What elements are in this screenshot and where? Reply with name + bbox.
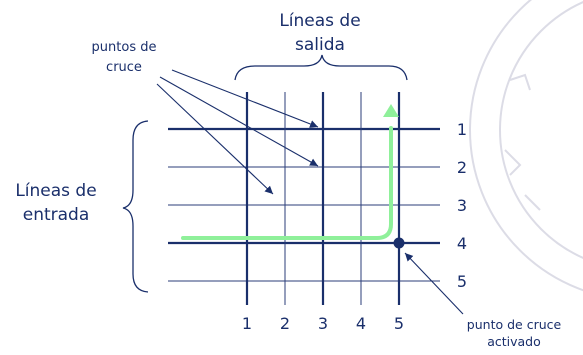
activated-crosspoint-label-line2: activado bbox=[487, 334, 541, 349]
column-number-4: 4 bbox=[356, 314, 366, 333]
column-number-5: 5 bbox=[394, 314, 404, 333]
column-number-2: 2 bbox=[280, 314, 290, 333]
crosspoints-label-line2: cruce bbox=[106, 60, 142, 75]
crosspoint-pointers bbox=[156, 69, 319, 195]
switched-path-arrowhead bbox=[383, 104, 399, 117]
crosspoint-pointer-2 bbox=[159, 76, 319, 167]
activated-crosspoint-dot bbox=[393, 237, 405, 249]
row-numbers: 1 2 3 4 5 bbox=[457, 120, 467, 291]
crosspoints-label-line1: puntos de bbox=[92, 40, 157, 55]
output-lines-label-line2: salida bbox=[295, 35, 345, 55]
row-number-4: 4 bbox=[457, 234, 467, 253]
output-lines bbox=[245, 92, 401, 305]
column-numbers: 1 2 3 4 5 bbox=[242, 314, 404, 333]
output-lines-label-line1: Líneas de bbox=[279, 11, 360, 31]
column-number-3: 3 bbox=[318, 314, 328, 333]
output-lines-brace bbox=[234, 54, 408, 81]
activated-crosspoint-pointer bbox=[404, 252, 464, 315]
input-lines-label-line1: Líneas de bbox=[15, 181, 96, 201]
column-number-1: 1 bbox=[242, 314, 252, 333]
watermark-seal bbox=[469, 0, 583, 292]
row-number-1: 1 bbox=[457, 120, 467, 139]
crosspoint-pointer-1 bbox=[171, 69, 319, 128]
activated-crosspoint-label-line1: punto de cruce bbox=[467, 317, 562, 332]
row-number-5: 5 bbox=[457, 272, 467, 291]
row-number-3: 3 bbox=[457, 196, 467, 215]
input-lines-label-line2: entrada bbox=[23, 205, 90, 225]
switched-path bbox=[181, 126, 393, 240]
input-lines-brace bbox=[122, 120, 149, 293]
row-number-2: 2 bbox=[457, 158, 467, 177]
crosspoint-pointer-3 bbox=[156, 83, 274, 195]
